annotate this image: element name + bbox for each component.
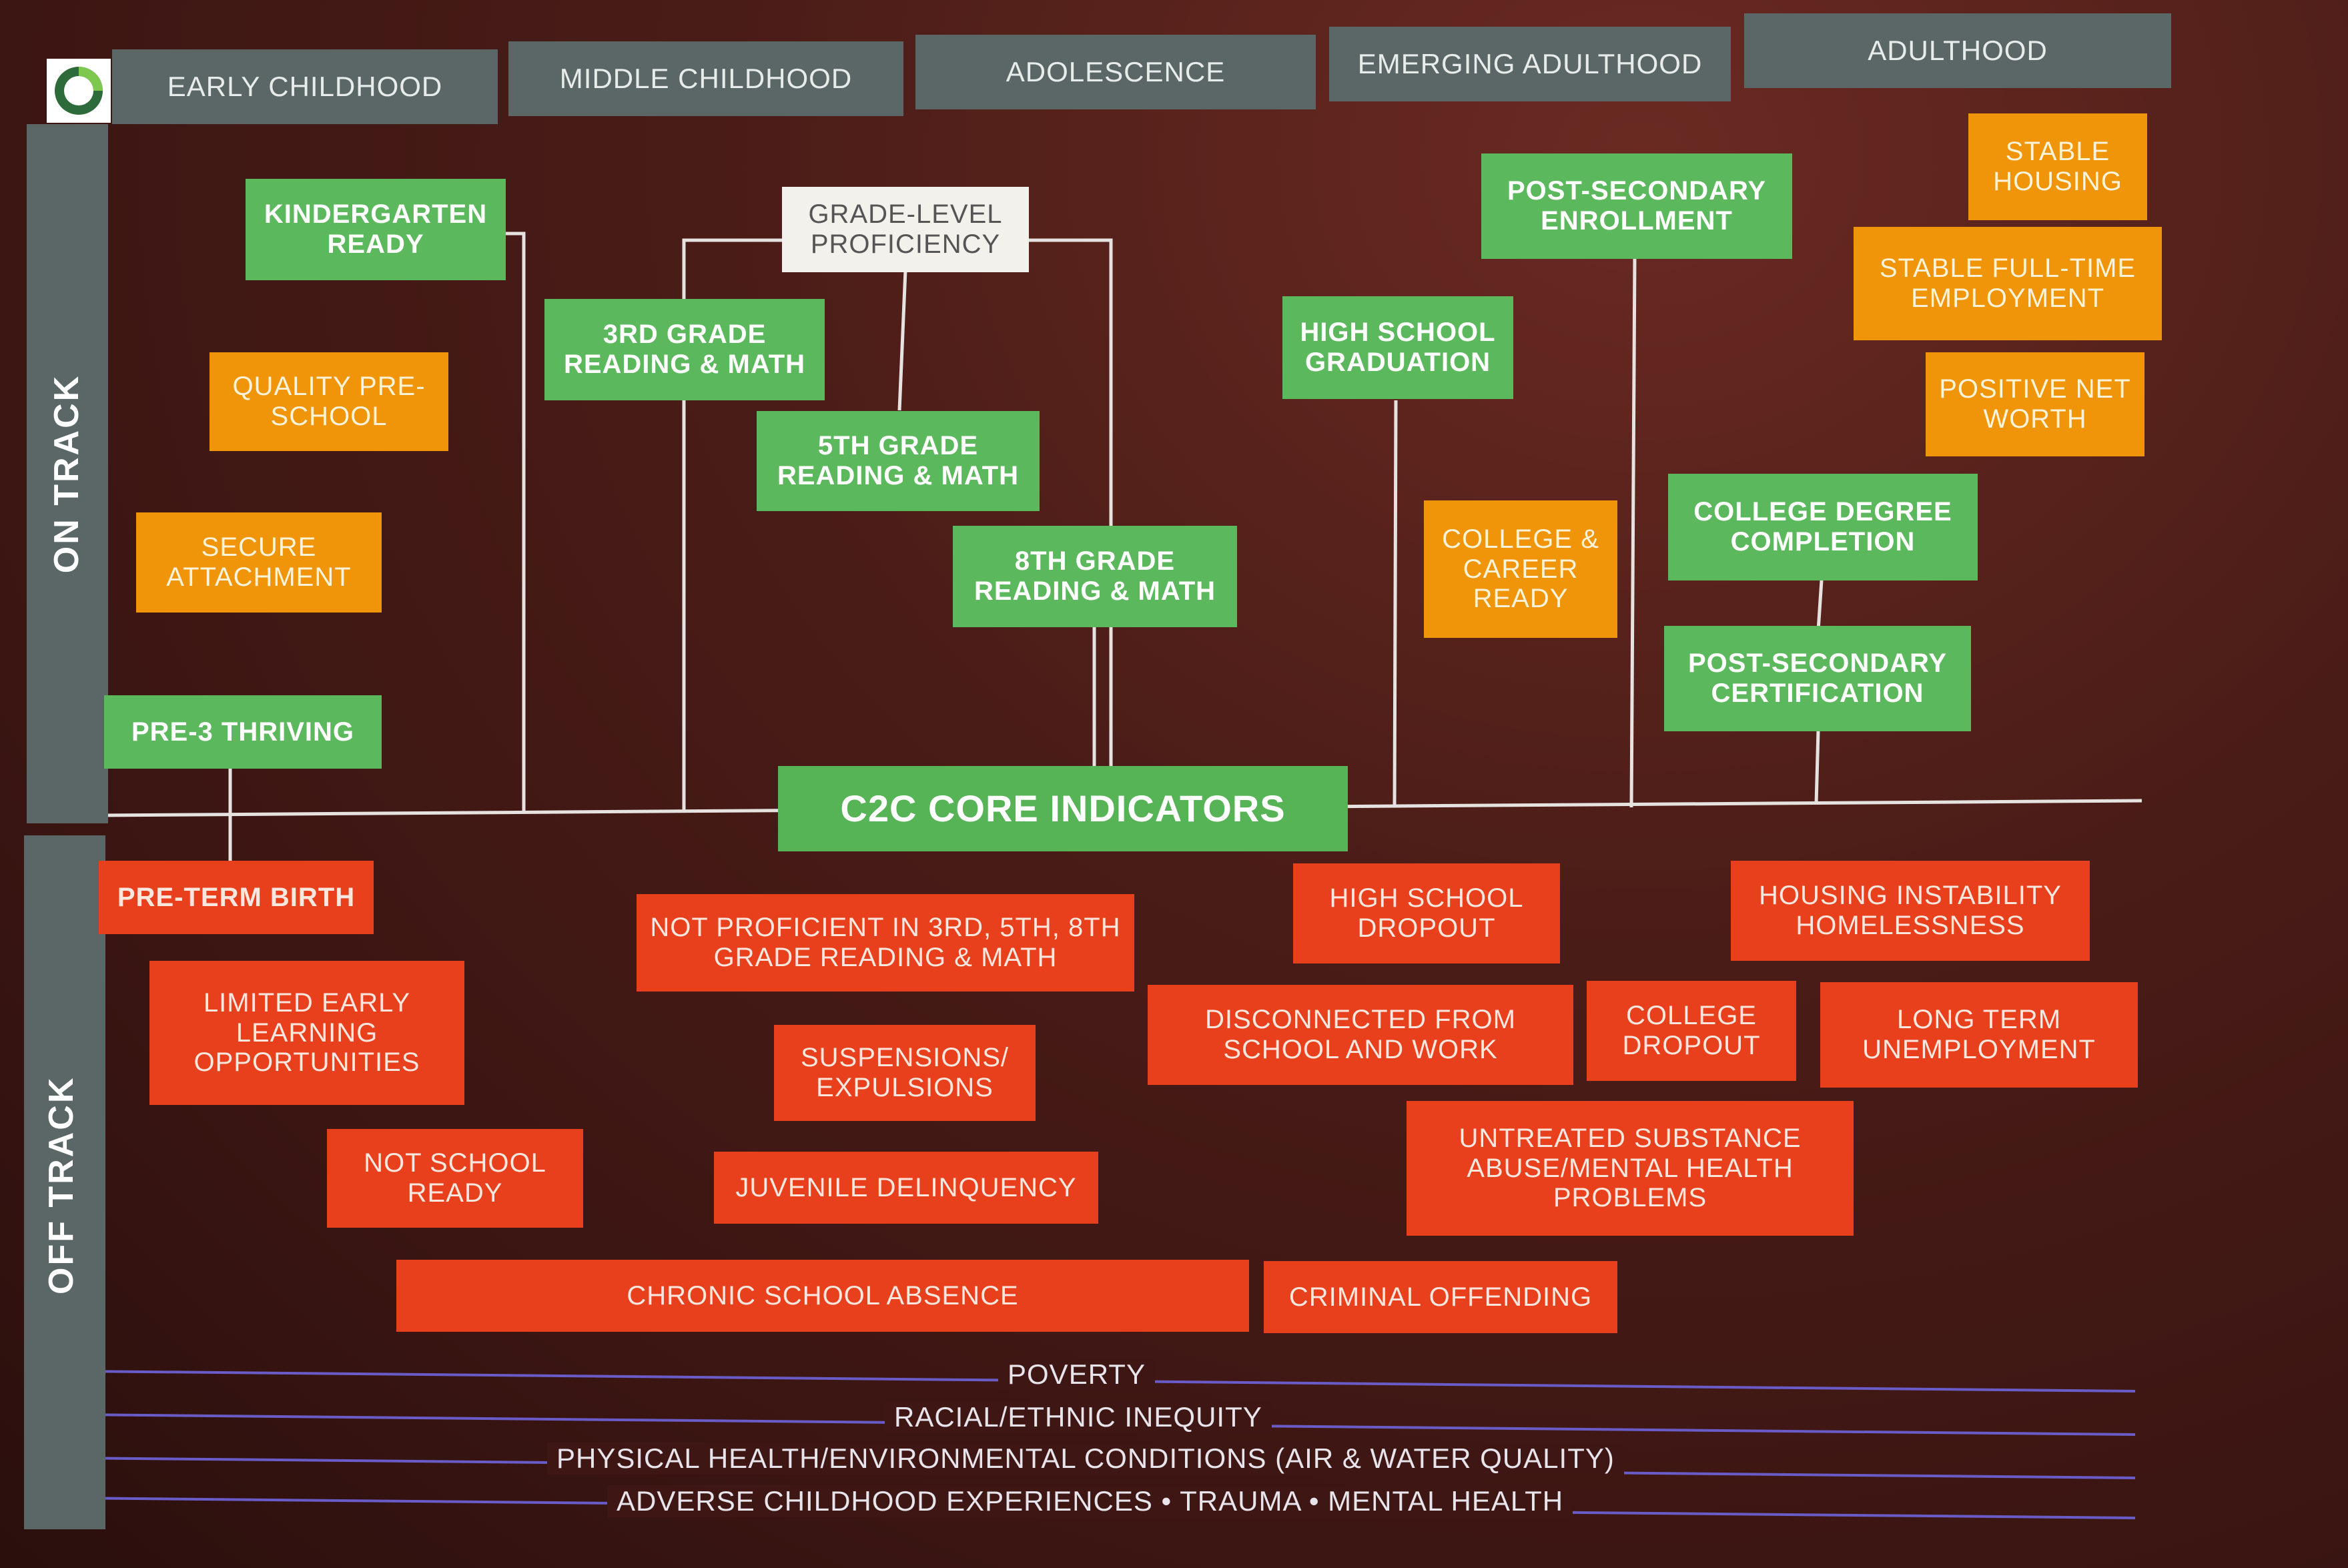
- college-career-ready-box: COLLEGE & CAREER READY: [1424, 500, 1617, 638]
- grade8-reading-math-box: 8TH GRADE READING & MATH: [953, 526, 1237, 627]
- c2c-logo-icon: [55, 67, 103, 115]
- stable-housing-box: STABLE HOUSING: [1968, 113, 2147, 220]
- not-school-ready-box: NOT SCHOOL READY: [327, 1129, 583, 1228]
- stable-employment-box: STABLE FULL-TIME EMPLOYMENT: [1854, 227, 2162, 340]
- not-proficient-box: NOT PROFICIENT IN 3RD, 5TH, 8TH GRADE RE…: [637, 894, 1134, 992]
- suspensions-expulsions-box: SUSPENSIONS/ EXPULSIONS: [774, 1025, 1036, 1121]
- c2c-core-indicators: C2C CORE INDICATORS: [778, 766, 1348, 851]
- connector-degree-cert: [1816, 580, 1824, 631]
- pre3-thriving-box: PRE-3 THRIVING: [104, 695, 382, 769]
- college-degree-box: COLLEGE DEGREE COMPLETION: [1668, 474, 1978, 580]
- connector-grade5: [897, 270, 907, 411]
- quality-preschool-box: QUALITY PRE-SCHOOL: [210, 352, 448, 451]
- off-track-label: OFF TRACK: [42, 1076, 81, 1294]
- untreated-substance-abuse-box: UNTREATED SUBSTANCE ABUSE/MENTAL HEALTH …: [1407, 1101, 1854, 1236]
- off-track-bar: [24, 835, 105, 1529]
- criminal-offending-box: CRIMINAL OFFENDING: [1264, 1261, 1617, 1333]
- stage-header-emerging-adulthood: EMERGING ADULTHOOD: [1329, 27, 1731, 101]
- context-racial-inequity: RACIAL/ETHNIC INEQUITY: [885, 1401, 1272, 1433]
- postsec-enrollment-box: POST-SECONDARY ENROLLMENT: [1481, 153, 1792, 259]
- connector-postsec-enroll: [1629, 256, 1637, 808]
- positive-net-worth-box: POSITIVE NET WORTH: [1926, 352, 2144, 456]
- connector-cert: [1814, 730, 1820, 805]
- connector-proficiency-left: [682, 238, 784, 811]
- disconnected-box: DISCONNECTED FROM SCHOOL AND WORK: [1148, 985, 1573, 1085]
- preterm-birth-box: PRE-TERM BIRTH: [99, 861, 374, 934]
- hs-graduation-box: HIGH SCHOOL GRADUATION: [1282, 296, 1513, 399]
- housing-instability-box: HOUSING INSTABILITY HOMELESSNESS: [1731, 861, 2090, 961]
- stage-header-adolescence: ADOLESCENCE: [915, 35, 1316, 109]
- college-dropout-box: COLLEGE DROPOUT: [1587, 981, 1796, 1081]
- grade-level-proficiency-box: GRADE-LEVEL PROFICIENCY: [782, 187, 1029, 272]
- connector-hs-grad: [1393, 400, 1398, 808]
- stage-header-middle-childhood: MIDDLE CHILDHOOD: [508, 41, 903, 116]
- kindergarten-ready-box: KINDERGARTEN READY: [246, 179, 506, 280]
- hs-dropout-box: HIGH SCHOOL DROPOUT: [1293, 863, 1560, 963]
- secure-attachment-box: SECURE ATTACHMENT: [136, 512, 382, 613]
- connector-kindergarten: [504, 232, 526, 811]
- chronic-school-absence-box: CHRONIC SCHOOL ABSENCE: [396, 1260, 1249, 1332]
- juvenile-delinquency-box: JUVENILE DELINQUENCY: [714, 1152, 1098, 1224]
- limited-early-learning-box: LIMITED EARLY LEARNING OPPORTUNITIES: [149, 961, 464, 1105]
- context-poverty: POVERTY: [998, 1358, 1155, 1391]
- stage-header-adulthood: ADULTHOOD: [1744, 13, 2171, 88]
- on-track-bar: [27, 124, 108, 823]
- stage-header-early-childhood: EARLY CHILDHOOD: [112, 49, 498, 124]
- long-term-unemployment-box: LONG TERM UNEMPLOYMENT: [1820, 982, 2138, 1088]
- grade3-reading-math-box: 3RD GRADE READING & MATH: [544, 299, 825, 400]
- logo: [47, 59, 111, 123]
- grade5-reading-math-box: 5TH GRADE READING & MATH: [757, 411, 1040, 511]
- context-physical-health: PHYSICAL HEALTH/ENVIRONMENTAL CONDITIONS…: [547, 1443, 1624, 1475]
- postsec-cert-box: POST-SECONDARY CERTIFICATION: [1664, 626, 1971, 731]
- context-adverse-experiences: ADVERSE CHILDHOOD EXPERIENCES • TRAUMA •…: [607, 1485, 1573, 1517]
- on-track-label: ON TRACK: [47, 374, 86, 574]
